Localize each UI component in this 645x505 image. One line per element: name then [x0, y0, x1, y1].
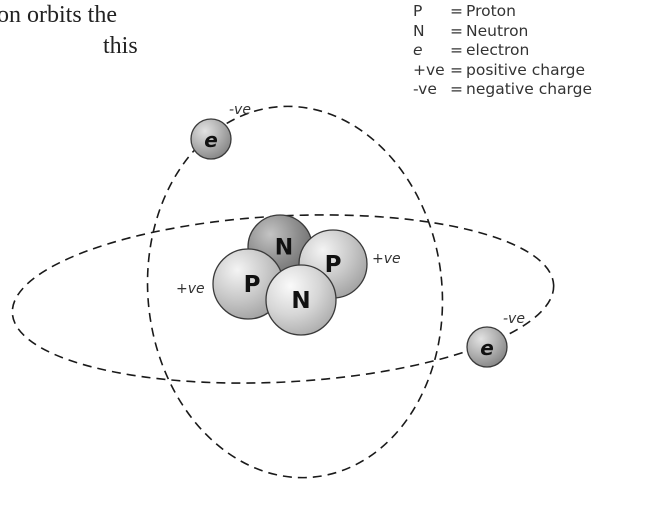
legend-equals: =: [450, 41, 463, 59]
legend-equals: =: [450, 80, 463, 98]
legend-meaning: Neutron: [466, 21, 529, 40]
legend-meaning: Proton: [466, 2, 516, 20]
legend-symbol: P: [413, 2, 423, 20]
intro-text: on orbits the this: [0, 0, 138, 62]
legend-symbol: -ve: [413, 80, 437, 98]
intro-line-1: on orbits the: [0, 2, 117, 28]
legend-symbol: +ve: [413, 60, 445, 79]
legend-symbol: N: [413, 21, 425, 40]
vertical-orbit: [146, 105, 444, 479]
legend-meaning: negative charge: [466, 80, 593, 98]
legend-row-proton: P = Proton: [413, 2, 592, 22]
legend-symbol: e: [413, 41, 423, 59]
intro-line-2: this: [103, 33, 138, 59]
legend-meaning: electron: [466, 41, 530, 59]
legend-equals: =: [450, 21, 463, 40]
legend-meaning: positive charge: [466, 60, 586, 79]
neutron-label: N: [275, 236, 293, 261]
charge-label-left-proton: +ve: [176, 281, 205, 297]
electron-right: e: [466, 326, 508, 368]
nucleus: N P P N: [212, 214, 368, 336]
proton-label: P: [325, 252, 342, 278]
charge-label-right-proton: +ve: [372, 251, 401, 267]
legend-equals: =: [450, 2, 463, 20]
proton-label: P: [244, 272, 261, 298]
neutron-front: N: [265, 264, 337, 336]
electron-label: e: [204, 128, 218, 152]
legend-equals: =: [450, 60, 463, 79]
electron-top: e: [190, 118, 232, 160]
legend-row-negative: -ve = negative charge: [413, 80, 592, 100]
charge-label-top-electron: -ve: [229, 102, 251, 118]
legend-row-electron: e = electron: [413, 41, 592, 61]
legend: P = Proton N = Neutron e = electron +ve …: [413, 2, 592, 100]
electron-label: e: [480, 336, 494, 360]
neutron-label: N: [291, 288, 310, 314]
charge-label-right-electron: -ve: [503, 311, 525, 327]
legend-row-neutron: N = Neutron: [413, 22, 592, 42]
legend-row-positive: +ve = positive charge: [413, 61, 592, 81]
